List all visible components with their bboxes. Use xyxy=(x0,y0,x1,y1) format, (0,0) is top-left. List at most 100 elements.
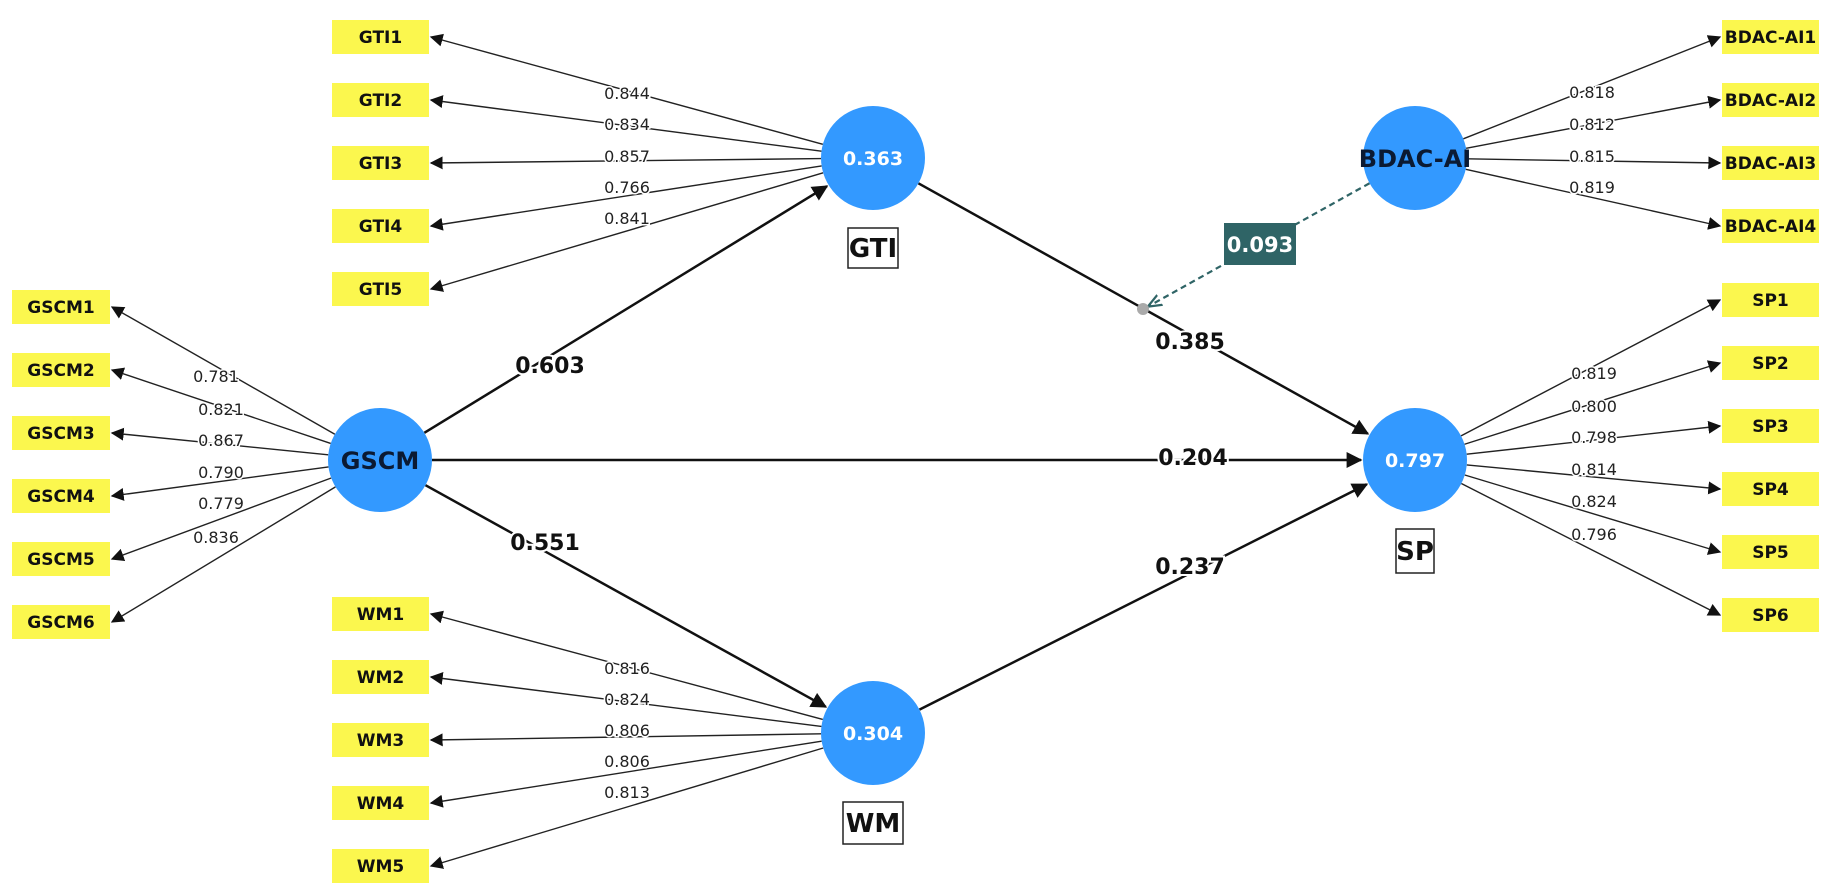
indicator-label: GSCM5 xyxy=(27,550,94,570)
loading-arrow-wm4 xyxy=(429,740,822,808)
loading-value-bdac-ai2: 0.812 xyxy=(1569,115,1615,134)
loading-arrow-wm1 xyxy=(429,610,823,721)
construct-name: GSCM xyxy=(341,447,419,475)
moderation-coefficient-box xyxy=(1224,223,1296,265)
indicator-wm5: WM5 xyxy=(332,849,429,883)
r-squared-value: 0.797 xyxy=(1385,450,1445,472)
indicator-label: GSCM6 xyxy=(27,613,94,633)
path-arrow-gscm-to-wm xyxy=(424,484,828,708)
indicator-box xyxy=(12,353,110,387)
indicator-label: BDAC-AI2 xyxy=(1725,91,1816,111)
construct-name: GTI xyxy=(849,234,897,264)
indicator-label: GTI3 xyxy=(359,154,402,174)
indicator-label: WM3 xyxy=(357,731,405,751)
indicator-sp1: SP1 xyxy=(1722,283,1819,317)
indicator-sp3: SP3 xyxy=(1722,409,1819,443)
loading-arrow-sp1 xyxy=(1460,299,1722,437)
moderation-coefficient: 0.093 xyxy=(1227,233,1293,257)
indicator-label: WM4 xyxy=(357,794,405,814)
indicator-box xyxy=(332,597,429,631)
loading-arrow-sp5 xyxy=(1464,474,1722,555)
indicator-gscm5: GSCM5 xyxy=(12,542,110,576)
indicator-gscm6: GSCM6 xyxy=(12,605,110,639)
indicator-box xyxy=(1722,283,1819,317)
loading-value-gscm5: 0.779 xyxy=(198,494,244,513)
construct-circle xyxy=(328,408,432,512)
indicator-box xyxy=(1722,209,1819,243)
construct-name-box xyxy=(1395,528,1435,574)
construct-circle xyxy=(821,681,925,785)
indicator-box xyxy=(1722,83,1819,117)
indicator-label: GSCM3 xyxy=(27,424,94,444)
path-coefficient-gscm-to-wm: 0.551 xyxy=(510,531,580,556)
indicator-sp6: SP6 xyxy=(1722,598,1819,632)
path-coefficient-wm-to-sp: 0.237 xyxy=(1155,555,1225,580)
indicator-label: GTI5 xyxy=(359,280,402,300)
loading-arrow-sp4 xyxy=(1466,464,1722,495)
indicator-gti3: GTI3 xyxy=(332,146,429,180)
indicator-box xyxy=(12,542,110,576)
indicator-box xyxy=(332,209,429,243)
indicator-box xyxy=(332,20,429,54)
loading-arrow-gti4 xyxy=(429,165,822,231)
construct-name: SP xyxy=(1396,537,1434,567)
loading-value-sp3: 0.798 xyxy=(1571,428,1617,447)
indicator-box xyxy=(1722,535,1819,569)
loading-arrow-sp6 xyxy=(1461,482,1722,616)
indicator-box xyxy=(1722,20,1819,54)
indicator-gscm2: GSCM2 xyxy=(12,353,110,387)
loading-value-sp4: 0.814 xyxy=(1571,460,1617,479)
loading-value-gti4: 0.766 xyxy=(604,178,650,197)
loading-arrow-wm2 xyxy=(429,672,822,728)
indicator-bdac-ai4: BDAC-AI4 xyxy=(1722,209,1819,243)
loading-arrow-bdac-ai3 xyxy=(1466,156,1722,170)
loading-value-gti3: 0.857 xyxy=(604,147,650,166)
loading-arrow-gscm4 xyxy=(110,466,329,501)
loading-arrow-sp2 xyxy=(1464,360,1722,445)
indicator-label: GTI4 xyxy=(359,217,403,237)
loading-value-wm2: 0.824 xyxy=(604,690,650,709)
indicator-label: GSCM4 xyxy=(27,487,95,507)
loading-value-wm1: 0.816 xyxy=(604,659,650,678)
indicator-label: WM2 xyxy=(357,668,405,688)
indicator-gti5: GTI5 xyxy=(332,272,429,306)
loading-value-sp6: 0.796 xyxy=(1571,525,1617,544)
loading-arrow-sp3 xyxy=(1466,420,1722,455)
indicator-gti4: GTI4 xyxy=(332,209,429,243)
indicator-sp2: SP2 xyxy=(1722,346,1819,380)
indicator-gti1: GTI1 xyxy=(332,20,429,54)
indicator-box xyxy=(12,290,110,324)
indicator-sp4: SP4 xyxy=(1722,472,1819,506)
indicator-label: WM1 xyxy=(357,605,405,625)
moderation-arrow xyxy=(1149,182,1371,306)
loading-value-sp5: 0.824 xyxy=(1571,492,1617,511)
loading-arrow-gscm1 xyxy=(110,306,336,435)
construct-circle xyxy=(1363,408,1467,512)
indicator-box xyxy=(12,605,110,639)
indicator-gscm3: GSCM3 xyxy=(12,416,110,450)
indicator-box xyxy=(1722,146,1819,180)
path-arrow-gscm-to-gti xyxy=(423,185,829,434)
loading-layer: 0.8440.8340.8570.7660.8410.7810.8210.867… xyxy=(110,33,1722,869)
indicator-box xyxy=(1722,598,1819,632)
indicator-box xyxy=(332,723,429,757)
loading-arrow-gti5 xyxy=(429,172,824,292)
indicator-label: BDAC-AI4 xyxy=(1725,217,1817,237)
loading-arrow-gscm5 xyxy=(110,477,332,562)
indicator-box xyxy=(332,660,429,694)
indicator-label: GSCM1 xyxy=(27,298,94,318)
indicator-box xyxy=(332,83,429,117)
loading-value-bdac-ai3: 0.815 xyxy=(1569,147,1615,166)
path-coefficient-gscm-to-sp: 0.204 xyxy=(1158,446,1228,471)
indicator-box xyxy=(332,146,429,180)
loading-arrow-gscm2 xyxy=(110,367,331,445)
indicator-label: SP4 xyxy=(1752,480,1789,500)
label-layer: GTI1GTI2GTI3GTI4GTI5GSCM1GSCM2GSCM3GSCM4… xyxy=(12,20,1819,883)
loading-value-wm3: 0.806 xyxy=(604,721,650,740)
path-coefficient-gti-to-sp: 0.385 xyxy=(1155,330,1225,355)
indicator-label: BDAC-AI3 xyxy=(1725,154,1816,174)
